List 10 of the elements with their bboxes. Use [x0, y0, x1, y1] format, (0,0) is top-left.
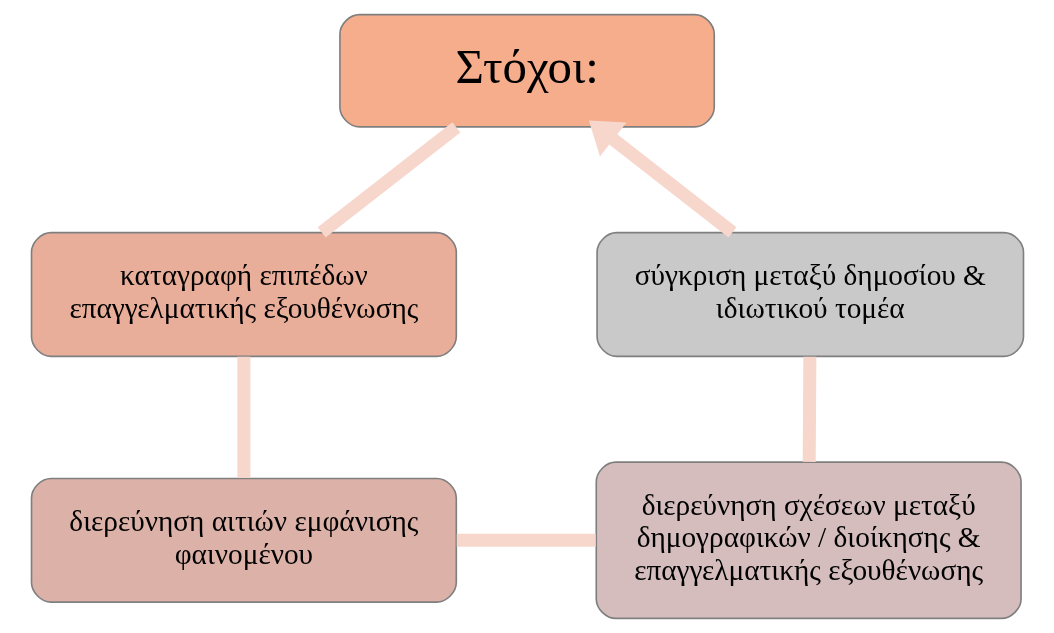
connector	[802, 356, 816, 462]
node-box: διερεύνηση αιτιών εμφάνισης φαινομένου	[30, 477, 457, 603]
arrow	[588, 120, 736, 238]
connector	[236, 356, 250, 478]
connector	[317, 122, 460, 238]
node-box: σύγκριση μεταξύ δημοσίου & ιδιωτικού τομέα	[595, 231, 1024, 358]
node-box: διερεύνηση σχέσεων μεταξύ δημογραφικών / διοίκησης & επαγγελματικής εξουθένωσης	[594, 461, 1022, 620]
node-box: καταγραφή επιπέδων επαγγελματικής εξουθένωσης	[30, 231, 457, 358]
node-box: Στόχοι:	[338, 13, 715, 128]
connector	[456, 533, 596, 547]
